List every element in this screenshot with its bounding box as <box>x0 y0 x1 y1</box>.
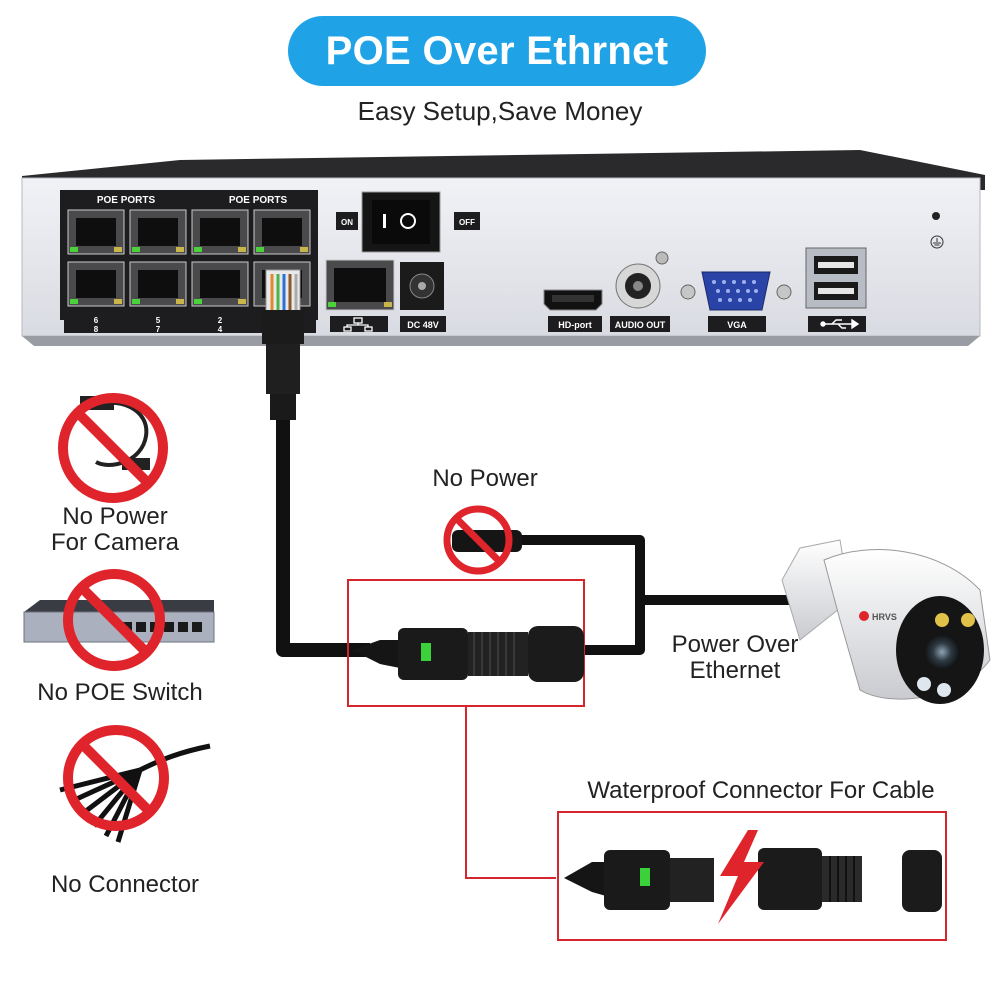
title-banner: POE Over Ethrnet <box>288 16 706 86</box>
power-over-ethernet-label: Power Over Ethernet <box>671 631 799 684</box>
rj45-port[interactable] <box>67 209 125 255</box>
dc-label: DC 48V <box>407 320 439 330</box>
rj45-port[interactable] <box>253 209 311 255</box>
ethernet-cable <box>276 420 370 657</box>
prohibit-icon <box>63 725 169 831</box>
port-number: 4 <box>218 325 223 334</box>
vga-label: VGA <box>727 320 747 330</box>
port-number: 2 <box>218 316 223 325</box>
exploded-connector <box>564 848 942 912</box>
hdmi-label: HD-port <box>558 320 592 330</box>
callout-line <box>465 706 556 879</box>
switch-on-label: ON <box>341 218 353 227</box>
rj45-port[interactable] <box>191 261 249 307</box>
dc-power-jack[interactable] <box>400 262 444 310</box>
bullet-camera: HRVS <box>781 539 991 704</box>
power-splitter-icon <box>59 743 211 843</box>
switch-off-label: OFF <box>459 218 475 227</box>
connector-detail-box <box>557 811 947 941</box>
port-number: 6 <box>94 316 99 325</box>
no-poe-switch-label: No POE Switch <box>37 679 203 706</box>
reset-hole <box>932 212 940 220</box>
port-number: 8 <box>94 325 99 334</box>
lan-port[interactable] <box>325 259 395 311</box>
rj45-port[interactable] <box>67 261 125 307</box>
ground-icon <box>930 235 944 249</box>
page-title: POE Over Ethrnet <box>325 28 669 73</box>
prohibit-icon <box>443 505 513 575</box>
poe-ports-label-2: POE PORTS <box>229 195 288 206</box>
prohibit-icon <box>58 393 168 503</box>
camera-brand: HRVS <box>872 612 897 622</box>
power-switch[interactable] <box>361 191 441 253</box>
vga-port[interactable] <box>680 271 792 311</box>
port-number: 7 <box>156 325 161 334</box>
usb-ports[interactable] <box>805 247 867 309</box>
ethernet-plug <box>262 269 304 420</box>
no-power-for-camera-label: No Power For Camera <box>50 503 180 556</box>
usb-icon <box>820 318 860 330</box>
audio-out-jack[interactable] <box>615 251 669 309</box>
rj45-port[interactable] <box>191 209 249 255</box>
no-connector-label: No Connector <box>50 871 200 898</box>
poe-ports-label-1: POE PORTS <box>97 195 156 206</box>
nvr-recorder: POE PORTS POE PORTS 6 5 2 8 7 4 <box>21 150 985 346</box>
port-number: 5 <box>156 316 161 325</box>
network-icon <box>343 317 373 332</box>
audio-label: AUDIO OUT <box>615 320 666 330</box>
prohibit-icon <box>63 569 165 671</box>
rj45-port[interactable] <box>129 261 187 307</box>
waterproof-connector <box>352 626 584 682</box>
no-power-label: No Power <box>432 465 538 492</box>
waterproof-connector-label: Waterproof Connector For Cable <box>587 777 935 804</box>
lightning-bolt-icon <box>718 830 764 924</box>
rj45-port[interactable] <box>129 209 187 255</box>
page-subtitle: Easy Setup,Save Money <box>357 96 643 126</box>
hdmi-port[interactable] <box>543 289 603 311</box>
